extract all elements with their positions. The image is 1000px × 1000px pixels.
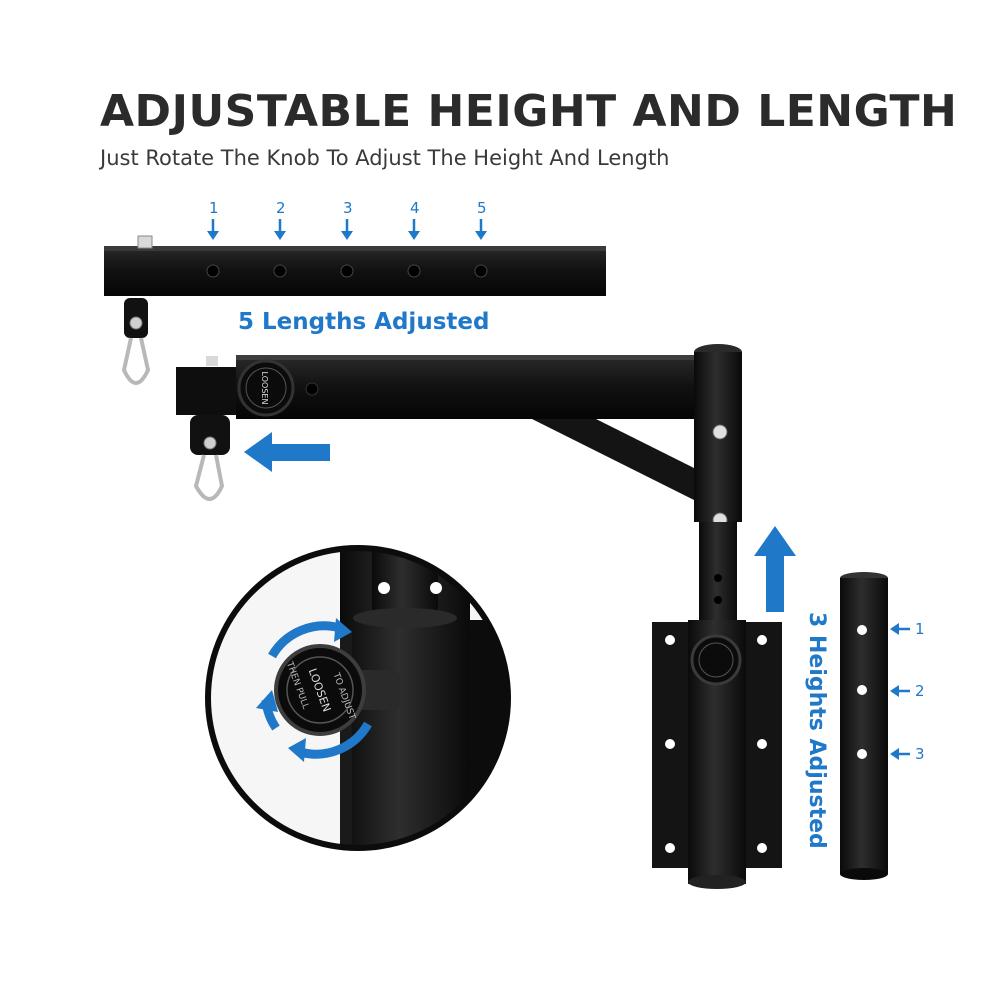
up-arrow-icon — [754, 526, 796, 612]
down-arrow-icon — [408, 219, 420, 240]
height-position-3: 3 — [915, 745, 925, 763]
length-position-2: 2 — [276, 199, 286, 217]
length-position-3: 3 — [343, 199, 353, 217]
main-arm: LOOSEN — [176, 355, 720, 506]
height-arrows — [890, 623, 910, 760]
down-arrow-icon — [341, 219, 353, 240]
length-caption: 5 Lengths Adjusted — [238, 309, 490, 335]
left-arrow-icon — [244, 432, 330, 472]
length-arrows — [207, 219, 487, 240]
height-caption: 3 Heights Adjusted — [804, 612, 829, 849]
down-arrow-icon — [207, 219, 219, 240]
length-position-1: 1 — [209, 199, 219, 217]
left-arrow-icon — [890, 748, 910, 760]
height-position-1: 1 — [915, 620, 925, 638]
left-arrow-icon — [890, 623, 910, 635]
length-position-5: 5 — [477, 199, 487, 217]
height-position-2: 2 — [915, 682, 925, 700]
knob-detail-zoom: LOOSEN THEN PULL TO ADJUST — [205, 545, 511, 851]
vertical-post — [652, 344, 782, 889]
extension-bar — [104, 235, 606, 385]
length-position-4: 4 — [410, 199, 420, 217]
down-arrow-icon — [475, 219, 487, 240]
down-arrow-icon — [274, 219, 286, 240]
inner-tube — [840, 572, 888, 880]
svg-text:LOOSEN: LOOSEN — [260, 372, 269, 405]
subtitle: Just Rotate The Knob To Adjust The Heigh… — [100, 146, 670, 170]
left-arrow-icon — [890, 685, 910, 697]
headline: ADJUSTABLE HEIGHT AND LENGTH — [100, 86, 958, 137]
